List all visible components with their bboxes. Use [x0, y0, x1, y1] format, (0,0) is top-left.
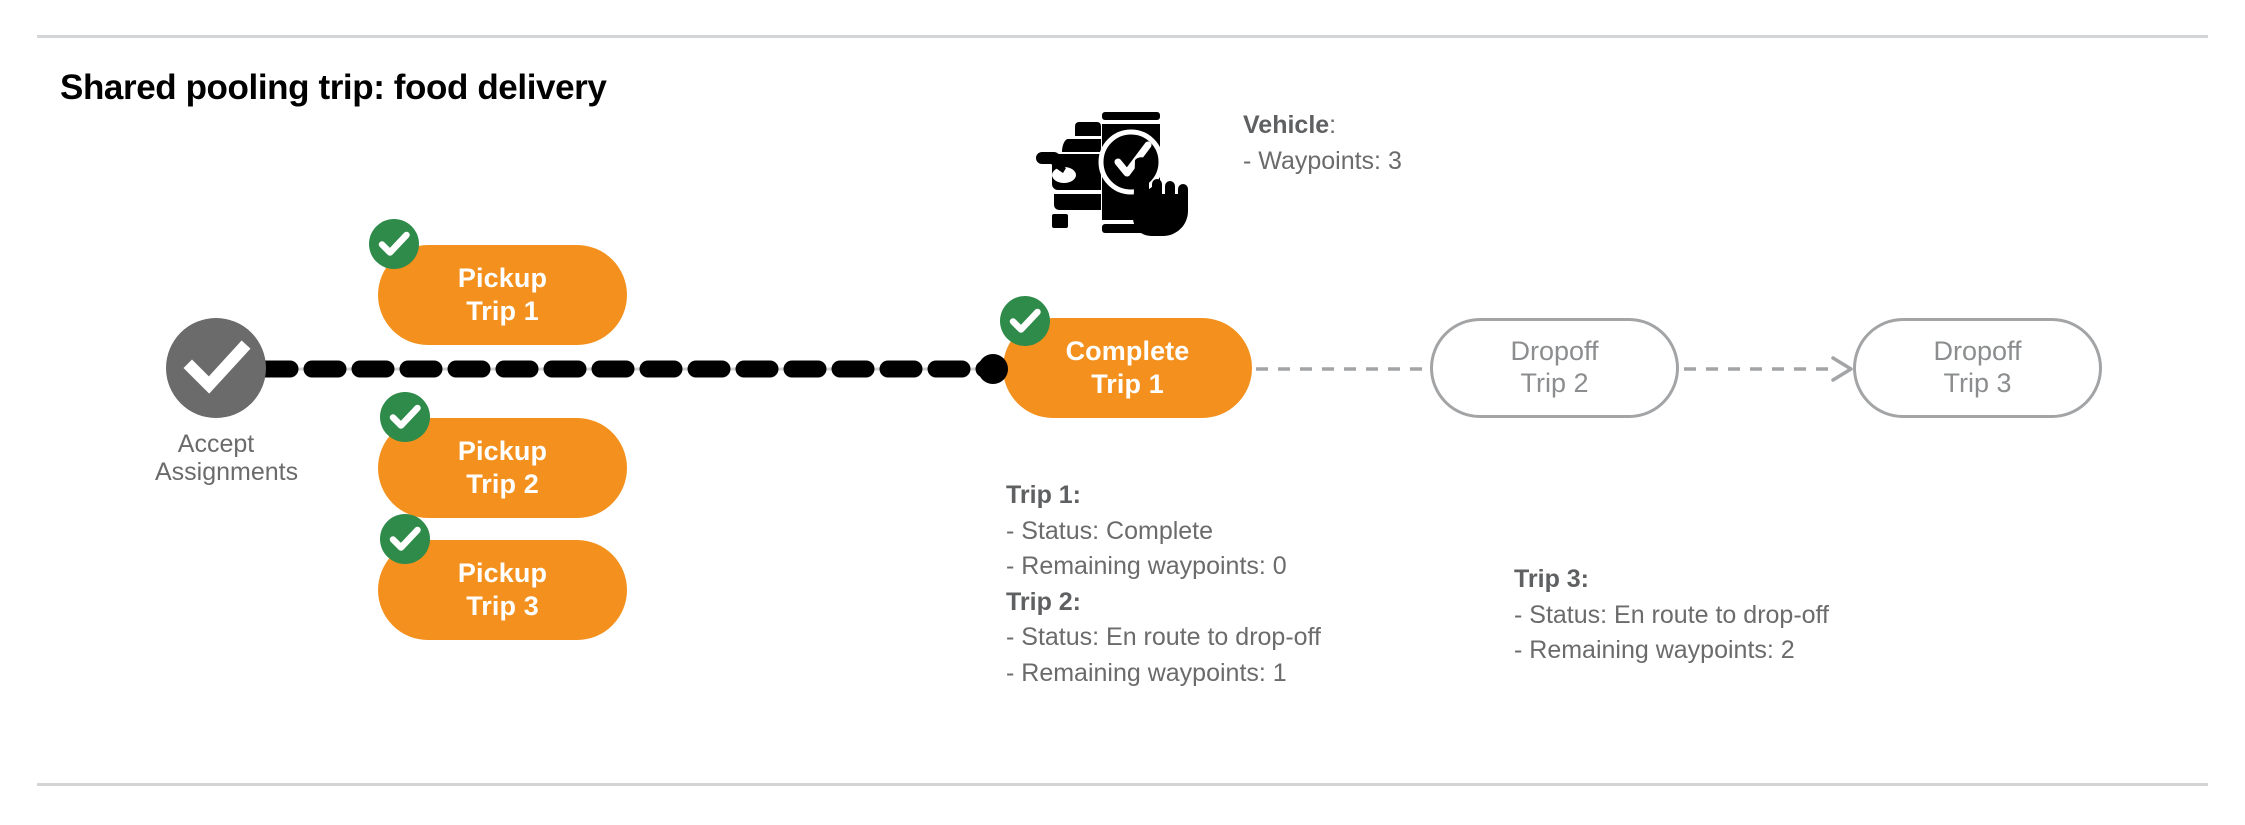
- trip-3-remaining-waypoints: - Remaining waypoints: 2: [1514, 636, 1795, 664]
- check-badge-icon: [389, 526, 421, 551]
- pickup-3-line1: Pickup: [457, 557, 548, 588]
- trip-1-heading: Trip 1:: [1006, 481, 1082, 509]
- node-dropoff-trip-3[interactable]: Dropoff Trip 3: [1853, 318, 2102, 418]
- pickup-2-line2: Trip 2: [466, 468, 539, 499]
- bottom-divider: [37, 783, 2208, 786]
- check-badge-icon: [389, 404, 421, 429]
- pickup-1-line2: Trip 1: [466, 295, 539, 326]
- vehicle-info-block: Vehicle: - Waypoints: 3: [1243, 108, 1402, 179]
- check-badge-pickup-1: [369, 219, 419, 269]
- dropoff-3-line1: Dropoff: [1933, 336, 2022, 367]
- complete-1-line1: Complete: [1065, 335, 1190, 366]
- trip-3-heading: Trip 3:: [1514, 565, 1590, 593]
- complete-1-line2: Trip 1: [1091, 368, 1164, 399]
- check-circle-icon: [183, 340, 251, 394]
- pickup-3-line2: Trip 3: [466, 590, 539, 621]
- pickup-1-line1: Pickup: [457, 262, 548, 293]
- check-badge-complete-1: [1000, 296, 1050, 346]
- trip-2-remaining-waypoints: - Remaining waypoints: 1: [1006, 658, 1287, 687]
- check-badge-icon: [1009, 308, 1041, 333]
- trip-1-2-info-block: Trip 1: - Status: Complete - Remaining w…: [1006, 478, 1321, 691]
- dropoff-2-line1: Dropoff: [1510, 336, 1599, 367]
- junction-dot: [978, 354, 1008, 384]
- vehicle-info-heading: Vehicle: [1243, 111, 1330, 139]
- trip-2-status: - Status: En route to drop-off: [1006, 623, 1321, 651]
- dropoff-3-line2: Trip 3: [1943, 368, 2012, 398]
- dropoff-2-line2: Trip 2: [1520, 368, 1589, 398]
- trip-1-status: - Status: Complete: [1006, 516, 1214, 545]
- node-dropoff-trip-2[interactable]: Dropoff Trip 2: [1430, 318, 1679, 418]
- node-pickup-trip-1[interactable]: Pickup Trip 1: [378, 245, 627, 345]
- trip-3-info-block: Trip 3: - Status: En route to drop-off -…: [1514, 562, 1829, 669]
- accept-check-circle: [166, 318, 266, 418]
- car-phone-check-icon: [1032, 82, 1192, 242]
- trip-3-status: - Status: En route to drop-off: [1514, 600, 1829, 629]
- check-badge-pickup-3: [380, 514, 430, 564]
- vehicle-info-colon: :: [1329, 111, 1337, 139]
- pickup-2-line1: Pickup: [457, 435, 548, 466]
- vehicle-info-line-1: - Waypoints: 3: [1243, 146, 1402, 175]
- node-pickup-trip-3[interactable]: Pickup Trip 3: [378, 540, 627, 640]
- check-badge-icon: [378, 231, 410, 256]
- check-badge-pickup-2: [380, 392, 430, 442]
- top-divider: [37, 35, 2208, 38]
- trip-2-heading: Trip 2:: [1006, 587, 1082, 616]
- trip-1-remaining-waypoints: - Remaining waypoints: 0: [1006, 552, 1287, 580]
- page-title: Shared pooling trip: food delivery: [60, 68, 607, 107]
